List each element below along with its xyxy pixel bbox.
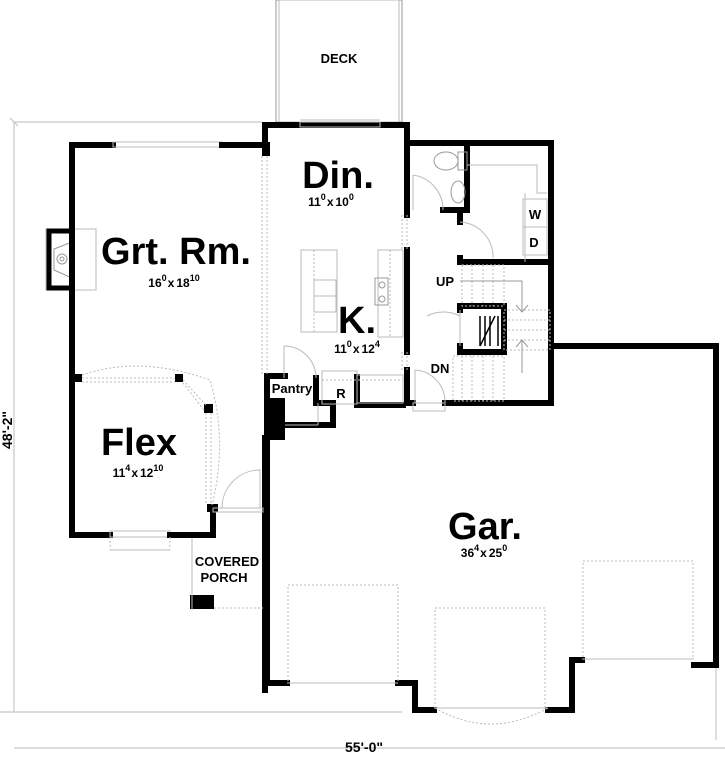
room-label-deck: DECK	[321, 51, 358, 66]
room-covered-porch: COVERED PORCH	[195, 554, 259, 585]
overall-depth-dimension: 48'-2"	[0, 411, 15, 449]
room-label-kitchen: K.	[338, 300, 376, 342]
dimension-lines	[0, 117, 725, 749]
room-label-pantry: Pantry	[272, 381, 313, 396]
overall-width-dimension: 55'-0"	[345, 739, 383, 755]
room-label-garage: Gar.	[448, 506, 522, 548]
room-label-dining: Din.	[302, 155, 374, 197]
stairs	[452, 264, 551, 402]
room-label-flex: Flex	[101, 422, 177, 464]
stair-label-up: UP	[436, 274, 454, 289]
walls	[69, 121, 719, 713]
fixture-label-washer: W	[529, 207, 542, 222]
kitchen-fixtures	[300, 249, 404, 405]
garage-doors	[287, 560, 694, 725]
fixture-label-dryer: D	[529, 235, 538, 250]
dividers	[261, 156, 408, 376]
doors	[212, 174, 494, 513]
porch-outline	[109, 537, 263, 610]
bath-laundry-fixtures	[433, 151, 548, 262]
room-label-great-room: Grt. Rm.	[101, 231, 251, 273]
fixture-label-refrigerator: R	[336, 386, 346, 401]
porch-label-line1: COVERED	[195, 554, 259, 569]
stair-label-down: DN	[431, 361, 450, 376]
flex-bay-window	[81, 365, 220, 506]
porch-label-line2: PORCH	[201, 570, 248, 585]
